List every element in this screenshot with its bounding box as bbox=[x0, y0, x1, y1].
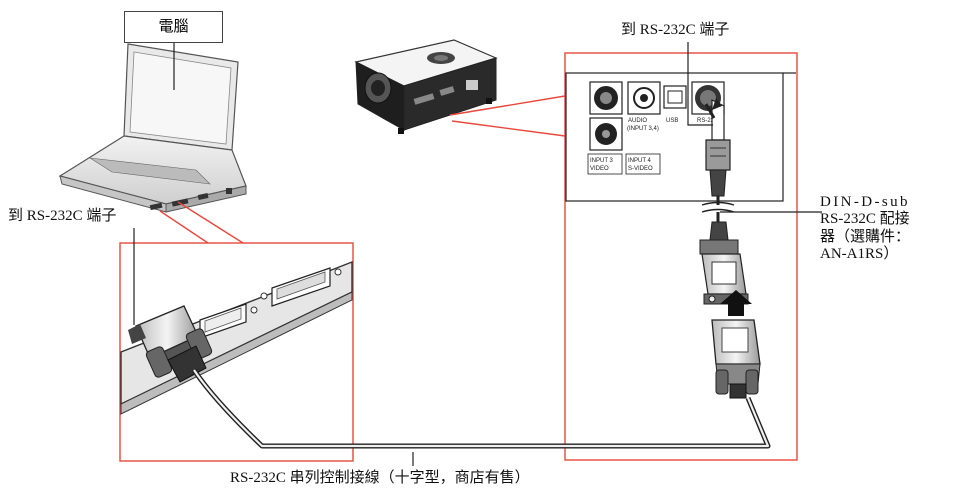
computer-port-label: 到 RS-232C 端子 bbox=[8, 208, 117, 224]
panel-label-rs232c: RS-232C bbox=[697, 118, 722, 124]
callout-frames bbox=[119, 52, 798, 462]
panel-label-usb: USB bbox=[666, 118, 678, 124]
insert-arrow bbox=[720, 290, 752, 316]
panel-label-svideo: S-VIDEO bbox=[628, 166, 653, 172]
projector-port-label: 到 RS-232C 端子 bbox=[621, 22, 730, 38]
computer-label: 電腦 bbox=[124, 11, 223, 43]
adapter-label-line-4: AN-A1RS） bbox=[820, 245, 899, 262]
panel-label-input4: INPUT 4 bbox=[628, 158, 652, 164]
panel-label-input3: INPUT 3 bbox=[590, 158, 614, 164]
panel-label-video: VIDEO bbox=[590, 166, 609, 172]
panel-label-audio-inputs: (INPUT 3,4) bbox=[627, 126, 659, 132]
leader-lines bbox=[133, 42, 822, 466]
din-plug bbox=[704, 98, 731, 205]
cable-break bbox=[701, 201, 735, 213]
serial-connector-projector bbox=[711, 319, 761, 399]
projector-rear-panel: AUDIO (INPUT 3,4) USB RS-232C INPUT 3 VI… bbox=[565, 72, 796, 202]
adapter-label: DIN-D-sub RS-232C 配接 器（選購件： AN-A1RS） bbox=[820, 194, 910, 263]
adapter-label-line-2: RS-232C 配接 bbox=[820, 211, 910, 228]
cable-label: RS-232C 串列控制接線（十字型，商店有售） bbox=[230, 470, 530, 486]
projector-illustration bbox=[354, 39, 498, 134]
computer-illustration bbox=[58, 43, 247, 213]
serial-cable bbox=[191, 368, 771, 449]
panel-label-audio: AUDIO bbox=[628, 118, 647, 124]
adapter-label-line-3: 器（選購件： bbox=[820, 228, 911, 245]
adapter-label-line-1: DIN-D-sub bbox=[820, 194, 910, 210]
din-dsub-adapter bbox=[699, 221, 749, 305]
